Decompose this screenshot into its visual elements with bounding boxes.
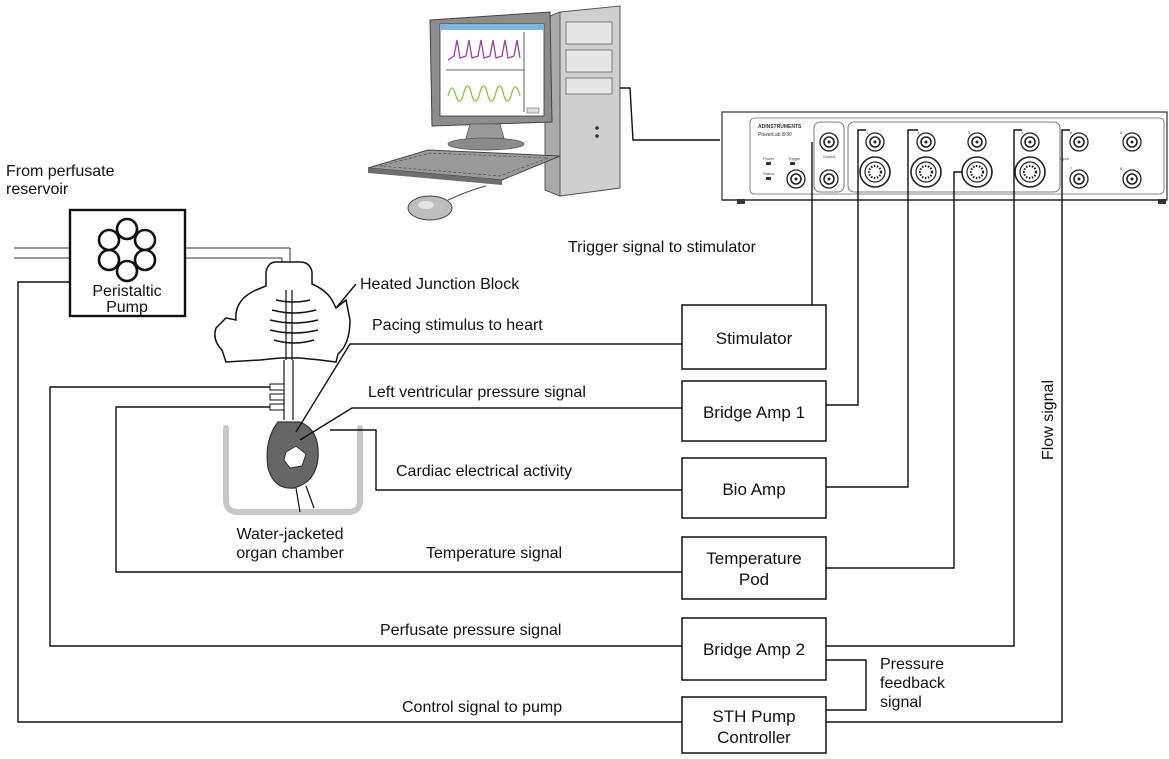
sth-pump-controller-label-line2: Controller bbox=[717, 728, 791, 747]
connection-lines bbox=[17, 129, 1070, 723]
input-channel-5: 5 bbox=[1069, 130, 1089, 152]
powerlab-model: PowerLab 8/30 bbox=[758, 132, 792, 138]
channel-5-label: 5 bbox=[1070, 130, 1073, 135]
channel-1-label: 1 bbox=[866, 130, 869, 135]
lv-pressure-signal-label: Left ventricular pressure signal bbox=[368, 384, 586, 401]
temperature-pod-label-line2: Pod bbox=[739, 570, 769, 589]
powerlab-brand: ADINSTRUMENTS bbox=[758, 124, 802, 130]
output-bnc-top bbox=[819, 132, 839, 152]
computer-keyboard bbox=[367, 149, 561, 185]
pacing-stimulus-label: Pacing stimulus to heart bbox=[372, 317, 543, 334]
powerlab-unit: ADINSTRUMENTS PowerLab 8/30 Power Trigge… bbox=[721, 111, 1168, 204]
pressure-feedback-label-line2: feedback bbox=[880, 675, 946, 692]
pressure-feedback-label-line1: Pressure bbox=[880, 656, 944, 673]
trace-bottom bbox=[447, 85, 521, 102]
channel-8-label: 8 bbox=[1120, 166, 1123, 171]
powerlab-output-label: Output bbox=[823, 154, 836, 159]
temperature-pod-label-line1: Temperature bbox=[706, 549, 801, 568]
sth-pump-controller-box: STH Pump Controller bbox=[681, 696, 827, 754]
output-bnc-bottom bbox=[819, 169, 839, 189]
channel-2-label: 2 bbox=[917, 130, 920, 135]
channel-6-label: 6 bbox=[1120, 130, 1123, 135]
powerlab-trigger-label: Trigger bbox=[788, 156, 801, 161]
stimulator-box: Stimulator bbox=[681, 304, 827, 370]
pump-rotor-icon bbox=[97, 217, 157, 283]
input-channel-2: 2 bbox=[910, 130, 942, 188]
bridge-amp-2-box: Bridge Amp 2 bbox=[681, 617, 827, 681]
temperature-signal-label: Temperature signal bbox=[426, 545, 562, 562]
heart bbox=[266, 421, 319, 513]
organ-chamber bbox=[223, 425, 363, 515]
computer-tower bbox=[544, 5, 621, 197]
cardiac-electrical-activity-label: Cardiac electrical activity bbox=[396, 463, 572, 480]
control-signal-label: Control signal to pump bbox=[402, 699, 562, 716]
perfusate-pressure-signal-label: Perfusate pressure signal bbox=[380, 622, 561, 639]
computer-mouse bbox=[407, 185, 487, 221]
input-channel-6: 6 bbox=[1120, 130, 1142, 152]
peristaltic-pump: Peristaltic Pump bbox=[68, 208, 187, 318]
chamber-label-line2: organ chamber bbox=[236, 545, 344, 562]
from-reservoir-label-line2: reservoir bbox=[6, 181, 69, 198]
channel-4-label: 4 bbox=[1021, 130, 1024, 135]
powerlab-input-label: Input bbox=[1060, 156, 1070, 161]
channel-3-label: 3 bbox=[968, 130, 971, 135]
pump-label-line2: Pump bbox=[106, 299, 148, 316]
powerlab-power-label: Power bbox=[763, 156, 775, 161]
stimulator-label: Stimulator bbox=[716, 329, 793, 348]
bridge-amp-2-label: Bridge Amp 2 bbox=[703, 640, 805, 659]
bridge-amp-1-label: Bridge Amp 1 bbox=[703, 403, 805, 422]
input-channel-4: 4 bbox=[1014, 130, 1046, 188]
powerlab-status-label: Status bbox=[763, 171, 774, 176]
usb-cable bbox=[620, 87, 720, 141]
bridge-amp-1-box: Bridge Amp 1 bbox=[681, 380, 827, 442]
temperature-pod-box: Temperature Pod bbox=[681, 536, 827, 600]
computer bbox=[367, 5, 720, 221]
input-channel-1: 1 bbox=[859, 130, 891, 188]
computer-monitor bbox=[429, 11, 553, 151]
perfusion-tubing bbox=[14, 247, 291, 262]
chamber-label-line1: Water-jacketed bbox=[237, 526, 344, 543]
pump-label-line1: Peristaltic bbox=[92, 283, 161, 300]
from-reservoir-label-line1: From perfusate bbox=[6, 163, 115, 180]
input-channel-3: 3 bbox=[961, 130, 993, 188]
heated-junction-block bbox=[214, 261, 357, 420]
heated-junction-block-label: Heated Junction Block bbox=[360, 276, 520, 293]
input-channel-7: 7 bbox=[1069, 166, 1089, 189]
input-channel-8: 8 bbox=[1120, 166, 1142, 189]
trigger-bnc bbox=[786, 169, 806, 189]
channel-7-label: 7 bbox=[1070, 166, 1073, 171]
trace-top bbox=[447, 39, 521, 61]
flow-signal-label: Flow signal bbox=[1040, 380, 1057, 460]
pressure-feedback-label-line3: signal bbox=[880, 694, 922, 711]
sth-pump-controller-label-line1: STH Pump bbox=[712, 707, 795, 726]
bio-amp-label: Bio Amp bbox=[722, 480, 785, 499]
bio-amp-box: Bio Amp bbox=[681, 457, 827, 519]
trigger-signal-label: Trigger signal to stimulator bbox=[568, 239, 757, 256]
